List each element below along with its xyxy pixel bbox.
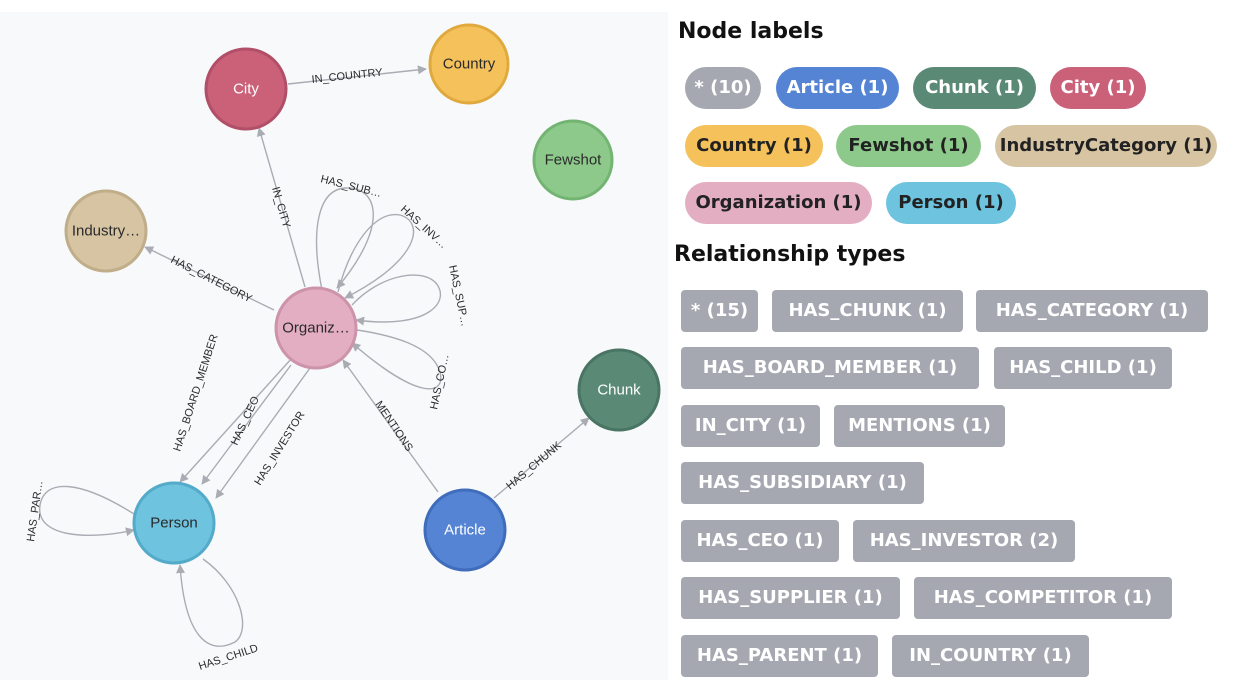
node-label-city: City — [233, 81, 259, 98]
node-label-chunk: Chunk — [597, 382, 641, 399]
node-label-pill-city[interactable]: City (1) — [1050, 67, 1146, 109]
node-label-pill-person[interactable]: Person (1) — [886, 182, 1016, 224]
node-label-article: Article — [444, 522, 486, 539]
edge-label-has-sup: HAS_SUP… — [446, 264, 471, 327]
node-label-industry: Industry… — [72, 223, 140, 240]
graph-canvas[interactable]: IN_COUNTRY IN_CITY HAS_CATEGORY HAS_SUB…… — [0, 12, 668, 680]
node-label-pill-organization[interactable]: Organization (1) — [685, 182, 872, 224]
edge-label-in-country: IN_COUNTRY — [311, 67, 384, 86]
node-industry-category[interactable]: Industry… — [64, 189, 148, 273]
edge-has-board-member[interactable] — [179, 357, 293, 483]
loop-has-child[interactable] — [176, 558, 244, 647]
node-person[interactable]: Person — [132, 481, 216, 565]
nodes: City Country Fewshot Industry… Organiz… … — [64, 23, 661, 572]
node-country[interactable]: Country — [428, 23, 510, 105]
node-label-pill-chunk[interactable]: Chunk (1) — [913, 67, 1036, 109]
edge-label-in-city: IN_CITY — [269, 186, 292, 230]
rel-type-has-category[interactable]: HAS_CATEGORY (1) — [976, 290, 1208, 332]
rel-type-all[interactable]: * (15) — [681, 290, 758, 332]
rel-type-in-city[interactable]: IN_CITY (1) — [681, 405, 820, 447]
edge-label-has-board-member: HAS_BOARD_MEMBER — [171, 333, 220, 453]
legend-panel: Node labels * (10) Article (1) Chunk (1)… — [670, 0, 1235, 680]
node-label-fewshot: Fewshot — [545, 152, 603, 169]
relationship-types-title: Relationship types — [674, 242, 906, 267]
edge-has-ceo[interactable] — [201, 364, 292, 485]
edge-in-country[interactable] — [287, 65, 427, 85]
graph-svg[interactable]: IN_COUNTRY IN_CITY HAS_CATEGORY HAS_SUB…… — [0, 12, 668, 680]
node-label-pill-country[interactable]: Country (1) — [685, 125, 823, 167]
node-article[interactable]: Article — [423, 488, 507, 572]
edge-label-has-par: HAS_PAR… — [25, 480, 45, 543]
node-label-pill-all[interactable]: * (10) — [685, 67, 761, 109]
node-label-pill-article[interactable]: Article (1) — [776, 67, 899, 109]
edge-label-has-inv: HAS_INV… — [398, 203, 449, 251]
edge-label-has-investor: HAS_INVESTOR — [252, 409, 307, 487]
edge-label-has-ceo: HAS_CEO — [229, 394, 262, 447]
node-label-country: Country — [443, 56, 496, 73]
node-label-person: Person — [150, 515, 198, 532]
rel-type-has-parent[interactable]: HAS_PARENT (1) — [681, 635, 878, 677]
edge-mentions[interactable] — [342, 359, 439, 493]
rel-type-mentions[interactable]: MENTIONS (1) — [834, 405, 1005, 447]
rel-type-in-country[interactable]: IN_COUNTRY (1) — [892, 635, 1089, 677]
rel-type-has-investor[interactable]: HAS_INVESTOR (2) — [853, 520, 1075, 562]
loop-has-competitor[interactable] — [351, 329, 442, 390]
edge-label-has-child: HAS_CHILD — [197, 642, 259, 673]
edge-has-investor[interactable] — [215, 367, 311, 499]
rel-type-has-board-member[interactable]: HAS_BOARD_MEMBER (1) — [681, 347, 979, 389]
edges: IN_COUNTRY IN_CITY HAS_CATEGORY HAS_SUB…… — [25, 65, 590, 673]
rel-type-has-child[interactable]: HAS_CHILD (1) — [994, 347, 1172, 389]
node-label-organization: Organiz… — [282, 320, 350, 337]
node-fewshot[interactable]: Fewshot — [532, 119, 614, 201]
edge-has-chunk[interactable] — [493, 417, 590, 499]
loop-has-supplier[interactable] — [351, 274, 441, 326]
rel-type-has-chunk[interactable]: HAS_CHUNK (1) — [772, 290, 963, 332]
rel-type-has-ceo[interactable]: HAS_CEO (1) — [681, 520, 839, 562]
edge-label-has-co: HAS_CO… — [428, 353, 451, 411]
node-labels-title: Node labels — [678, 19, 824, 44]
edge-in-city[interactable] — [256, 127, 306, 288]
edge-label-mentions: MENTIONS — [373, 399, 415, 454]
edge-label-has-category: HAS_CATEGORY — [169, 254, 255, 306]
node-label-pill-industry-category[interactable]: IndustryCategory (1) — [995, 125, 1217, 167]
rel-type-has-subsidiary[interactable]: HAS_SUBSIDIARY (1) — [681, 462, 924, 504]
edge-label-has-chunk: HAS_CHUNK — [504, 439, 564, 492]
node-city[interactable]: City — [204, 47, 288, 131]
rel-type-has-competitor[interactable]: HAS_COMPETITOR (1) — [914, 577, 1172, 619]
node-organization[interactable]: Organiz… — [274, 286, 358, 370]
loop-has-subsidiary[interactable] — [315, 187, 374, 291]
loop-has-investor[interactable] — [337, 213, 415, 299]
loop-has-parent[interactable] — [39, 485, 135, 537]
node-chunk[interactable]: Chunk — [577, 348, 661, 432]
rel-type-has-supplier[interactable]: HAS_SUPPLIER (1) — [681, 577, 900, 619]
node-label-pill-fewshot[interactable]: Fewshot (1) — [836, 125, 981, 167]
edge-has-category[interactable] — [144, 246, 275, 311]
